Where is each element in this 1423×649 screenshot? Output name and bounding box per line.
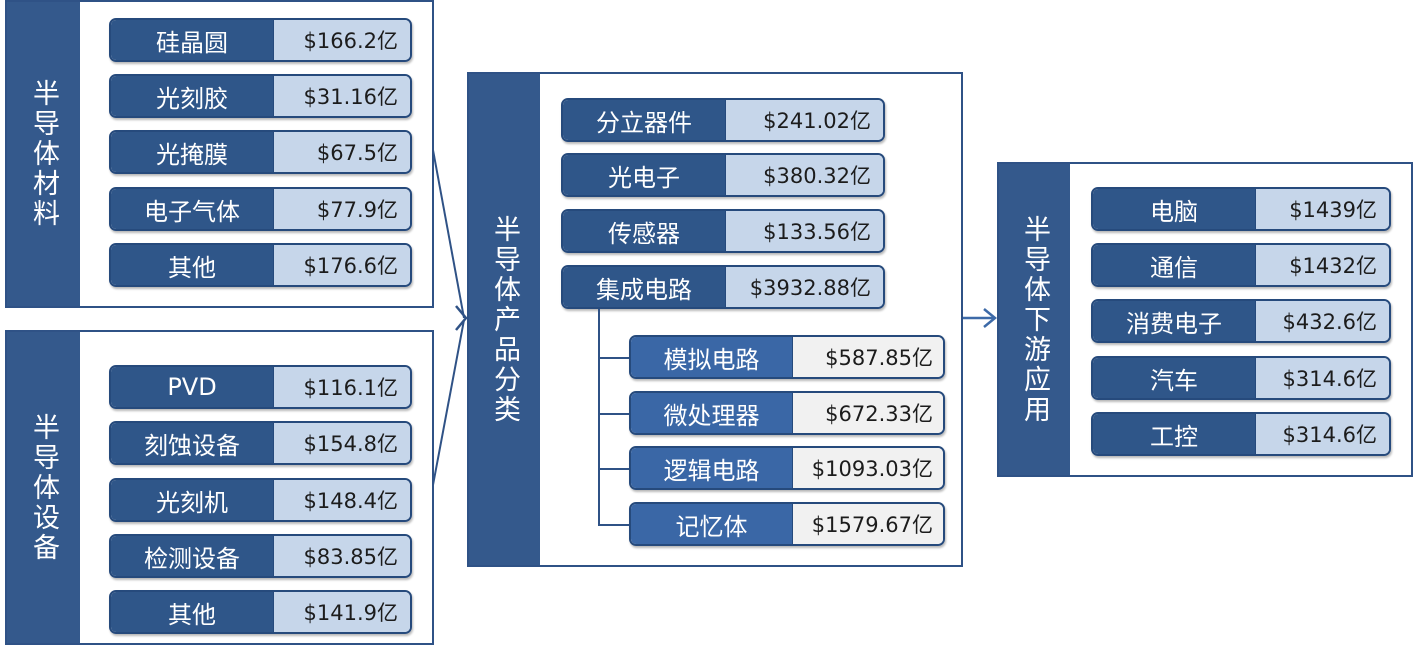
downstream-arrowhead	[983, 308, 997, 328]
downstream-row: 通信 $1432亿	[1091, 243, 1391, 287]
downstream-row-value: $432.6亿	[1256, 301, 1389, 341]
equipment-row-value: $83.85亿	[274, 536, 410, 576]
products-arrowhead	[455, 305, 468, 331]
materials-row-value: $77.9亿	[274, 189, 410, 229]
materials-to-products-arrow	[432, 149, 465, 319]
downstream-row-value: $314.6亿	[1256, 414, 1389, 454]
ic-sub-row-value: $672.33亿	[793, 393, 943, 433]
equipment-row-label: 光刻机	[111, 480, 274, 520]
ic-tree-trunk	[598, 309, 600, 525]
materials-row: 其他 $176.6亿	[109, 243, 412, 287]
downstream-panel: 半导体下游应用 电脑 $1439亿 通信 $1432亿 消费电子 $432.6亿…	[997, 162, 1413, 477]
products-panel: 半导体产品分类 分立器件 $241.02亿 光电子 $380.32亿 传感器 $…	[467, 72, 963, 567]
ic-tree-branch	[598, 524, 631, 526]
materials-row-label: 光刻胶	[111, 76, 274, 116]
ic-tree-branch	[598, 413, 631, 415]
products-row-label: 分立器件	[563, 100, 726, 140]
equipment-row-label: 其他	[111, 592, 274, 632]
equipment-sidebar: 半导体设备	[7, 332, 80, 643]
products-row: 传感器 $133.56亿	[561, 209, 885, 253]
equipment-to-products-arrow	[432, 319, 465, 486]
ic-sub-row: 微处理器 $672.33亿	[629, 391, 945, 435]
ic-sub-row: 记忆体 $1579.67亿	[629, 502, 945, 546]
materials-row-label: 电子气体	[111, 189, 274, 229]
downstream-title: 半导体下游应用	[1019, 214, 1050, 425]
materials-row: 光掩膜 $67.5亿	[109, 130, 412, 174]
downstream-sidebar: 半导体下游应用	[999, 164, 1070, 475]
products-row-label: 光电子	[563, 155, 726, 195]
products-row-label: 传感器	[563, 211, 726, 251]
downstream-row-label: 电脑	[1093, 189, 1256, 229]
ic-sub-row: 逻辑电路 $1093.03亿	[629, 446, 945, 490]
products-title: 半导体产品分类	[489, 214, 520, 425]
products-row-value: $241.02亿	[726, 100, 883, 140]
equipment-row-label: 刻蚀设备	[111, 423, 274, 463]
downstream-row-label: 工控	[1093, 414, 1256, 454]
equipment-row-label: PVD	[111, 367, 274, 407]
equipment-row: 检测设备 $83.85亿	[109, 534, 412, 578]
materials-row: 电子气体 $77.9亿	[109, 187, 412, 231]
downstream-row: 汽车 $314.6亿	[1091, 356, 1391, 400]
materials-title: 半导体材料	[28, 79, 59, 229]
downstream-row-label: 通信	[1093, 245, 1256, 285]
downstream-row-value: $1432亿	[1256, 245, 1389, 285]
products-sidebar: 半导体产品分类	[469, 74, 540, 565]
materials-row-label: 硅晶圆	[111, 20, 274, 60]
equipment-row-label: 检测设备	[111, 536, 274, 576]
equipment-row-value: $154.8亿	[274, 423, 410, 463]
materials-row-label: 其他	[111, 245, 274, 285]
downstream-row-value: $1439亿	[1256, 189, 1389, 229]
products-row: 光电子 $380.32亿	[561, 153, 885, 197]
downstream-row: 消费电子 $432.6亿	[1091, 299, 1391, 343]
ic-sub-row-label: 逻辑电路	[631, 448, 793, 488]
ic-sub-row-value: $1093.03亿	[793, 448, 943, 488]
ic-sub-row: 模拟电路 $587.85亿	[629, 335, 945, 379]
products-row: 分立器件 $241.02亿	[561, 98, 885, 142]
products-row-value: $3932.88亿	[726, 267, 883, 307]
products-row-label: 集成电路	[563, 267, 726, 307]
equipment-row-value: $148.4亿	[274, 480, 410, 520]
materials-row-value: $166.2亿	[274, 20, 410, 60]
materials-row-value: $67.5亿	[274, 132, 410, 172]
materials-row: 光刻胶 $31.16亿	[109, 74, 412, 118]
products-row-value: $380.32亿	[726, 155, 883, 195]
equipment-row-value: $141.9亿	[274, 592, 410, 632]
equipment-row: PVD $116.1亿	[109, 365, 412, 409]
products-row-ic: 集成电路 $3932.88亿	[561, 265, 885, 309]
downstream-row-value: $314.6亿	[1256, 358, 1389, 398]
equipment-title: 半导体设备	[28, 412, 59, 563]
equipment-panel: 半导体设备 PVD $116.1亿 刻蚀设备 $154.8亿 光刻机 $148.…	[5, 330, 434, 645]
materials-row-value: $176.6亿	[274, 245, 410, 285]
ic-tree-branch	[598, 357, 631, 359]
equipment-row-value: $116.1亿	[274, 367, 410, 407]
downstream-row-label: 汽车	[1093, 358, 1256, 398]
downstream-row: 电脑 $1439亿	[1091, 187, 1391, 231]
materials-panel: 半导体材料 硅晶圆 $166.2亿 光刻胶 $31.16亿 光掩膜 $67.5亿…	[5, 0, 434, 308]
ic-sub-row-label: 模拟电路	[631, 337, 793, 377]
ic-tree-branch	[598, 468, 631, 470]
downstream-row: 工控 $314.6亿	[1091, 412, 1391, 456]
equipment-row: 其他 $141.9亿	[109, 590, 412, 634]
ic-sub-row-label: 记忆体	[631, 504, 793, 544]
ic-sub-row-label: 微处理器	[631, 393, 793, 433]
materials-row-value: $31.16亿	[274, 76, 410, 116]
ic-sub-row-value: $1579.67亿	[793, 504, 943, 544]
equipment-row: 光刻机 $148.4亿	[109, 478, 412, 522]
downstream-row-label: 消费电子	[1093, 301, 1256, 341]
ic-sub-row-value: $587.85亿	[793, 337, 943, 377]
equipment-row: 刻蚀设备 $154.8亿	[109, 421, 412, 465]
products-row-value: $133.56亿	[726, 211, 883, 251]
materials-sidebar: 半导体材料	[7, 2, 80, 306]
materials-row-label: 光掩膜	[111, 132, 274, 172]
materials-row: 硅晶圆 $166.2亿	[109, 18, 412, 62]
